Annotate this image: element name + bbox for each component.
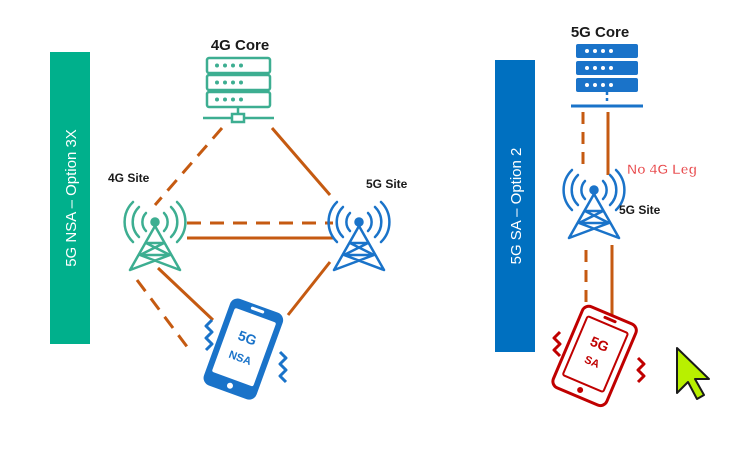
cell-tower-icon (327, 200, 391, 272)
core-4g-label: 4G Core (211, 37, 269, 54)
link-4gsite-phone-solid (156, 266, 215, 322)
vibration-icon (552, 330, 562, 358)
no-4g-leg-label: No 4G Leg (627, 161, 697, 177)
nsa-banner: 5G NSA – Option 3X (50, 52, 90, 344)
phone-sa-bottom: SA (582, 354, 601, 371)
nsa-banner-text: 5G NSA – Option 3X (63, 129, 80, 267)
site-5g-sa-label: 5G Site (619, 203, 661, 217)
link-5gsite-phone (286, 261, 332, 316)
sa-banner: 5G SA – Option 2 (495, 60, 535, 352)
smartphone-icon: 5G SA (551, 304, 646, 408)
vibration-icon (278, 350, 288, 384)
site-5g-label: 5G Site (366, 177, 408, 191)
link-4gcore-5gsite (270, 127, 332, 196)
server-icon (203, 56, 274, 124)
phone-nsa-top: 5G (236, 327, 259, 348)
link-4gcore-4gsite (153, 127, 224, 206)
smartphone-icon: 5G NSA (203, 298, 288, 400)
server-icon (571, 44, 643, 108)
link-4gsite-phone-dashed (135, 279, 190, 349)
vibration-icon (636, 356, 646, 384)
vibration-icon (204, 318, 214, 352)
cell-tower-icon (562, 168, 626, 240)
core-5g-label: 5G Core (571, 24, 629, 41)
site-4g-label: 4G Site (108, 171, 150, 185)
sa-links (581, 112, 614, 318)
mouse-pointer-icon (676, 347, 710, 400)
nsa-links (135, 127, 333, 349)
cell-tower-icon (123, 200, 187, 272)
phone-sa-top: 5G (588, 333, 612, 355)
sa-banner-text: 5G SA – Option 2 (508, 148, 525, 265)
